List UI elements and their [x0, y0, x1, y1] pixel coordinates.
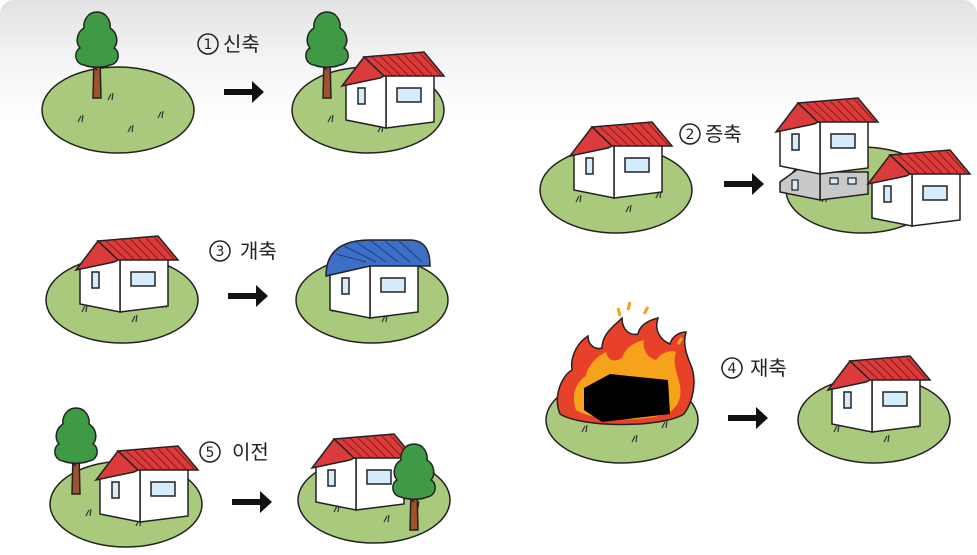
- svg-text:2: 2: [686, 127, 695, 143]
- svg-text:5: 5: [206, 445, 215, 461]
- svg-text:이전: 이전: [232, 440, 269, 464]
- step-label-3: 3 개축: [209, 239, 277, 263]
- step-label-4: 4 재축: [721, 356, 787, 380]
- arrow-icon: [228, 285, 268, 307]
- arrow-icon: [728, 407, 768, 429]
- arrow-icon: [724, 173, 764, 195]
- scene-relocation-before: [49, 407, 203, 548]
- arrow-icon: [232, 491, 272, 513]
- scene-rebuild-after: [295, 239, 449, 344]
- scene-extension-before: [539, 121, 693, 234]
- scene-extension-after: [775, 97, 971, 234]
- svg-text:증축: 증축: [705, 122, 742, 146]
- scene-rebuild-before: [45, 235, 199, 344]
- scene-new-after: [291, 11, 445, 154]
- step-label-2: 2 증축: [679, 122, 742, 146]
- step-label-5: 5 이전: [199, 440, 269, 464]
- step-label-1: 1 신축: [197, 32, 260, 56]
- svg-text:재축: 재축: [750, 356, 787, 380]
- svg-text:4: 4: [728, 361, 737, 377]
- svg-text:1: 1: [204, 37, 213, 53]
- scene-new-before: [41, 11, 195, 154]
- scene-relocation-after: [297, 433, 451, 544]
- scene-restore-before: [545, 301, 699, 464]
- arrow-icon: [224, 81, 264, 103]
- svg-text:3: 3: [216, 244, 225, 260]
- svg-text:개축: 개축: [240, 239, 277, 263]
- svg-text:신축: 신축: [223, 32, 260, 56]
- fire-icon: [556, 301, 695, 426]
- scene-restore-after: [797, 355, 951, 464]
